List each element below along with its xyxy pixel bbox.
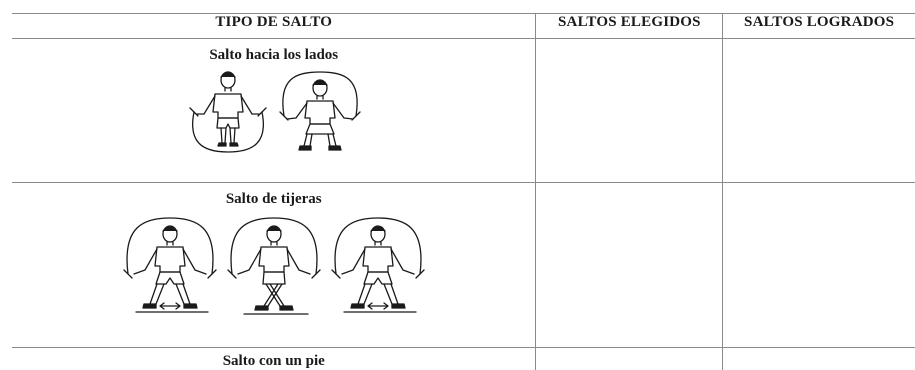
header-row: TIPO DE SALTO SALTOS ELEGIDOS SALTOS LOG… — [12, 13, 915, 39]
chosen-cell[interactable] — [535, 182, 724, 348]
jump-rope-figure-feet-apart-icon — [331, 217, 425, 313]
achieved-cell[interactable] — [722, 182, 915, 348]
jump-figures — [12, 68, 535, 156]
jump-rope-figure-feet-together-icon — [189, 71, 267, 153]
jump-rope-figure-legs-crossed-icon — [227, 217, 321, 315]
chosen-cell[interactable] — [535, 38, 724, 183]
table-row: Salto de tijeras — [12, 182, 915, 348]
jump-rope-figure-feet-apart-icon — [123, 217, 217, 313]
header-type: TIPO DE SALTO — [12, 13, 537, 39]
jump-rope-figure-squat-icon — [279, 71, 361, 151]
jump-type-cell: Salto hacia los lados — [12, 38, 537, 183]
jump-type-cell: Salto de tijeras — [12, 182, 537, 348]
jump-type-label: Salto hacia los lados — [209, 47, 339, 63]
jump-figures — [12, 212, 535, 322]
header-achieved: SALTOS LOGRADOS — [722, 13, 915, 39]
jump-type-label: Salto de tijeras — [225, 191, 322, 207]
table-row: Salto hacia los lados — [12, 38, 915, 183]
header-chosen: SALTOS ELEGIDOS — [535, 13, 724, 39]
jump-table: TIPO DE SALTO SALTOS ELEGIDOS SALTOS LOG… — [12, 13, 915, 370]
table-row: Salto con un pie — [12, 347, 915, 370]
jump-type-cell: Salto con un pie — [12, 347, 537, 370]
chosen-cell[interactable] — [535, 347, 724, 370]
jump-type-label: Salto con un pie — [222, 353, 325, 369]
achieved-cell[interactable] — [722, 347, 915, 370]
achieved-cell[interactable] — [722, 38, 915, 183]
